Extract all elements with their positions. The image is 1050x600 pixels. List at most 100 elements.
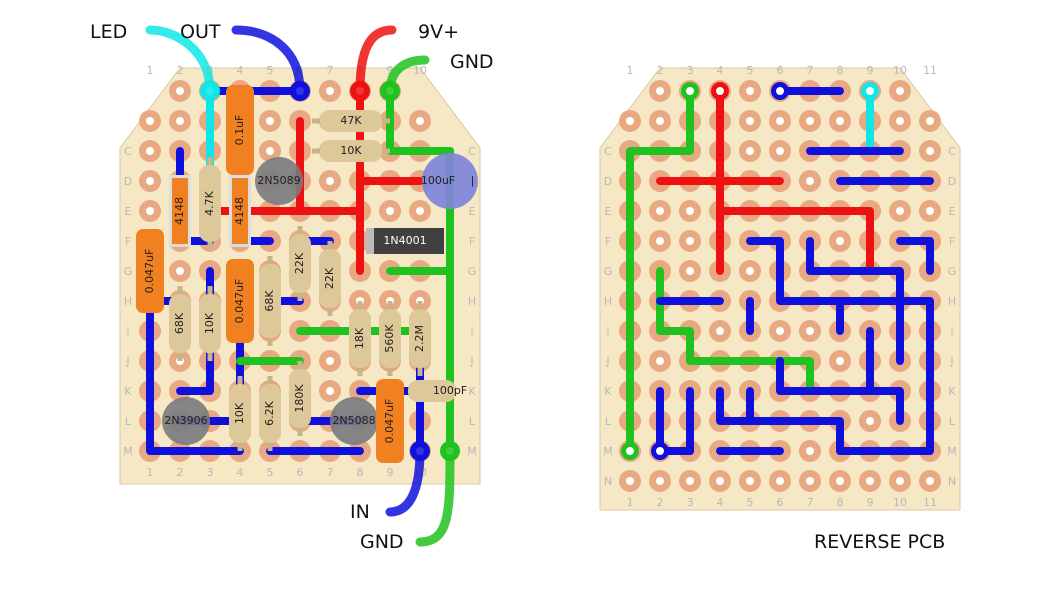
row-label-right: G (948, 265, 957, 278)
c-0047-b-label: 0.047uF (233, 279, 246, 324)
pad-hole (926, 117, 934, 125)
column-label-top: 4 (717, 64, 724, 77)
led-wire-label: LED (90, 21, 127, 43)
r-2-2m-label: 2.2M (413, 325, 426, 352)
row-label-right: I (470, 325, 473, 338)
pad-hole (806, 327, 814, 335)
r-22k-b-label: 22K (323, 267, 336, 289)
electrolytic-capacitor-body (422, 153, 478, 209)
pad-hole (146, 147, 154, 155)
column-label-bottom: 10 (893, 496, 907, 509)
column-label-bottom: 4 (717, 496, 724, 509)
pad-hole (686, 267, 694, 275)
resistor-body (379, 309, 401, 368)
row-label-left: N (604, 475, 612, 488)
c-01uf-label: 0.1uF (233, 115, 246, 146)
resistor-body (320, 110, 382, 132)
row-label-right: E (469, 205, 476, 218)
resistor-body (409, 309, 431, 368)
row-label-right: J (949, 355, 953, 368)
right-trace-18 (776, 357, 904, 425)
wire-terminal-hole (656, 447, 664, 455)
pad-hole (686, 477, 694, 485)
row-label-right: K (948, 385, 956, 398)
row-label-left: F (125, 235, 131, 248)
q-2n5089-label: 2N5089 (257, 174, 300, 187)
column-label-bottom: 1 (147, 466, 154, 479)
100pf-capacitor-body (408, 380, 456, 402)
pad-hole (746, 267, 754, 275)
column-label-bottom: 2 (657, 496, 664, 509)
row-label-left: E (605, 205, 612, 218)
wire-terminal-hole (866, 87, 874, 95)
column-label-top: 7 (807, 64, 814, 77)
pad-hole (326, 177, 334, 185)
r-68k-b-label: 68K (263, 290, 276, 312)
pad-hole (386, 207, 394, 215)
r-47k-label: 47K (340, 114, 362, 127)
9v-wire-label: 9V+ (418, 21, 459, 43)
column-label-bottom: 3 (207, 466, 214, 479)
film-capacitor-body (136, 229, 164, 313)
pad-hole (146, 117, 154, 125)
pad-hole (746, 117, 754, 125)
1n4001-diode-band (366, 228, 374, 254)
column-label-top: 10 (413, 64, 427, 77)
column-label-top: 2 (177, 64, 184, 77)
resistor-body (349, 309, 371, 368)
pad-hole (836, 357, 844, 365)
row-label-left: C (604, 145, 612, 158)
pad-hole (716, 327, 724, 335)
column-label-bottom: 11 (923, 496, 937, 509)
offboard-wires (145, 25, 455, 547)
row-label-left: J (125, 355, 129, 368)
column-label-bottom: 9 (387, 466, 394, 479)
column-label-top: 4 (237, 64, 244, 77)
column-label-bottom: 7 (807, 496, 814, 509)
pad-hole (746, 147, 754, 155)
right-trace-8 (746, 237, 934, 455)
resistor-body (319, 249, 341, 308)
row-label-right: L (469, 415, 476, 428)
row-label-left: C (124, 145, 132, 158)
film-capacitor-body (376, 379, 404, 463)
row-label-right: E (949, 205, 956, 218)
pad-hole (266, 117, 274, 125)
pad-hole (656, 237, 664, 245)
column-label-bottom: 5 (267, 466, 274, 479)
right-board-traces (621, 82, 934, 460)
row-label-left: G (604, 265, 613, 278)
resistor-body (259, 264, 281, 338)
in-wire-label: IN (350, 501, 370, 523)
row-label-left: L (605, 415, 612, 428)
right-trace-9 (806, 237, 904, 365)
row-label-right: K (468, 385, 476, 398)
column-label-top: 11 (923, 64, 937, 77)
row-label-right: H (468, 295, 476, 308)
r-560k-label: 560K (383, 324, 396, 353)
pad-hole (836, 477, 844, 485)
r-6-2k-label: 6.2K (263, 400, 276, 425)
c-100uf-pol-label: | (471, 174, 475, 187)
column-label-top: 6 (777, 64, 784, 77)
r-10k-top-label: 10K (340, 144, 362, 157)
row-label-right: H (948, 295, 956, 308)
row-label-left: F (605, 235, 611, 248)
column-label-top: 9 (867, 64, 874, 77)
resistor-body (169, 294, 191, 353)
pad-hole (896, 207, 904, 215)
column-label-bottom: 4 (237, 466, 244, 479)
pad-hole (806, 447, 814, 455)
column-label-bottom: 1 (627, 496, 634, 509)
9v-wire (355, 25, 397, 96)
pad-hole (926, 477, 934, 485)
pad-hole (866, 417, 874, 425)
column-label-top: 10 (893, 64, 907, 77)
pad-hole (836, 237, 844, 245)
column-label-bottom: 5 (747, 496, 754, 509)
row-label-right: M (947, 445, 957, 458)
pad-hole (686, 237, 694, 245)
row-label-right: C (468, 145, 476, 158)
